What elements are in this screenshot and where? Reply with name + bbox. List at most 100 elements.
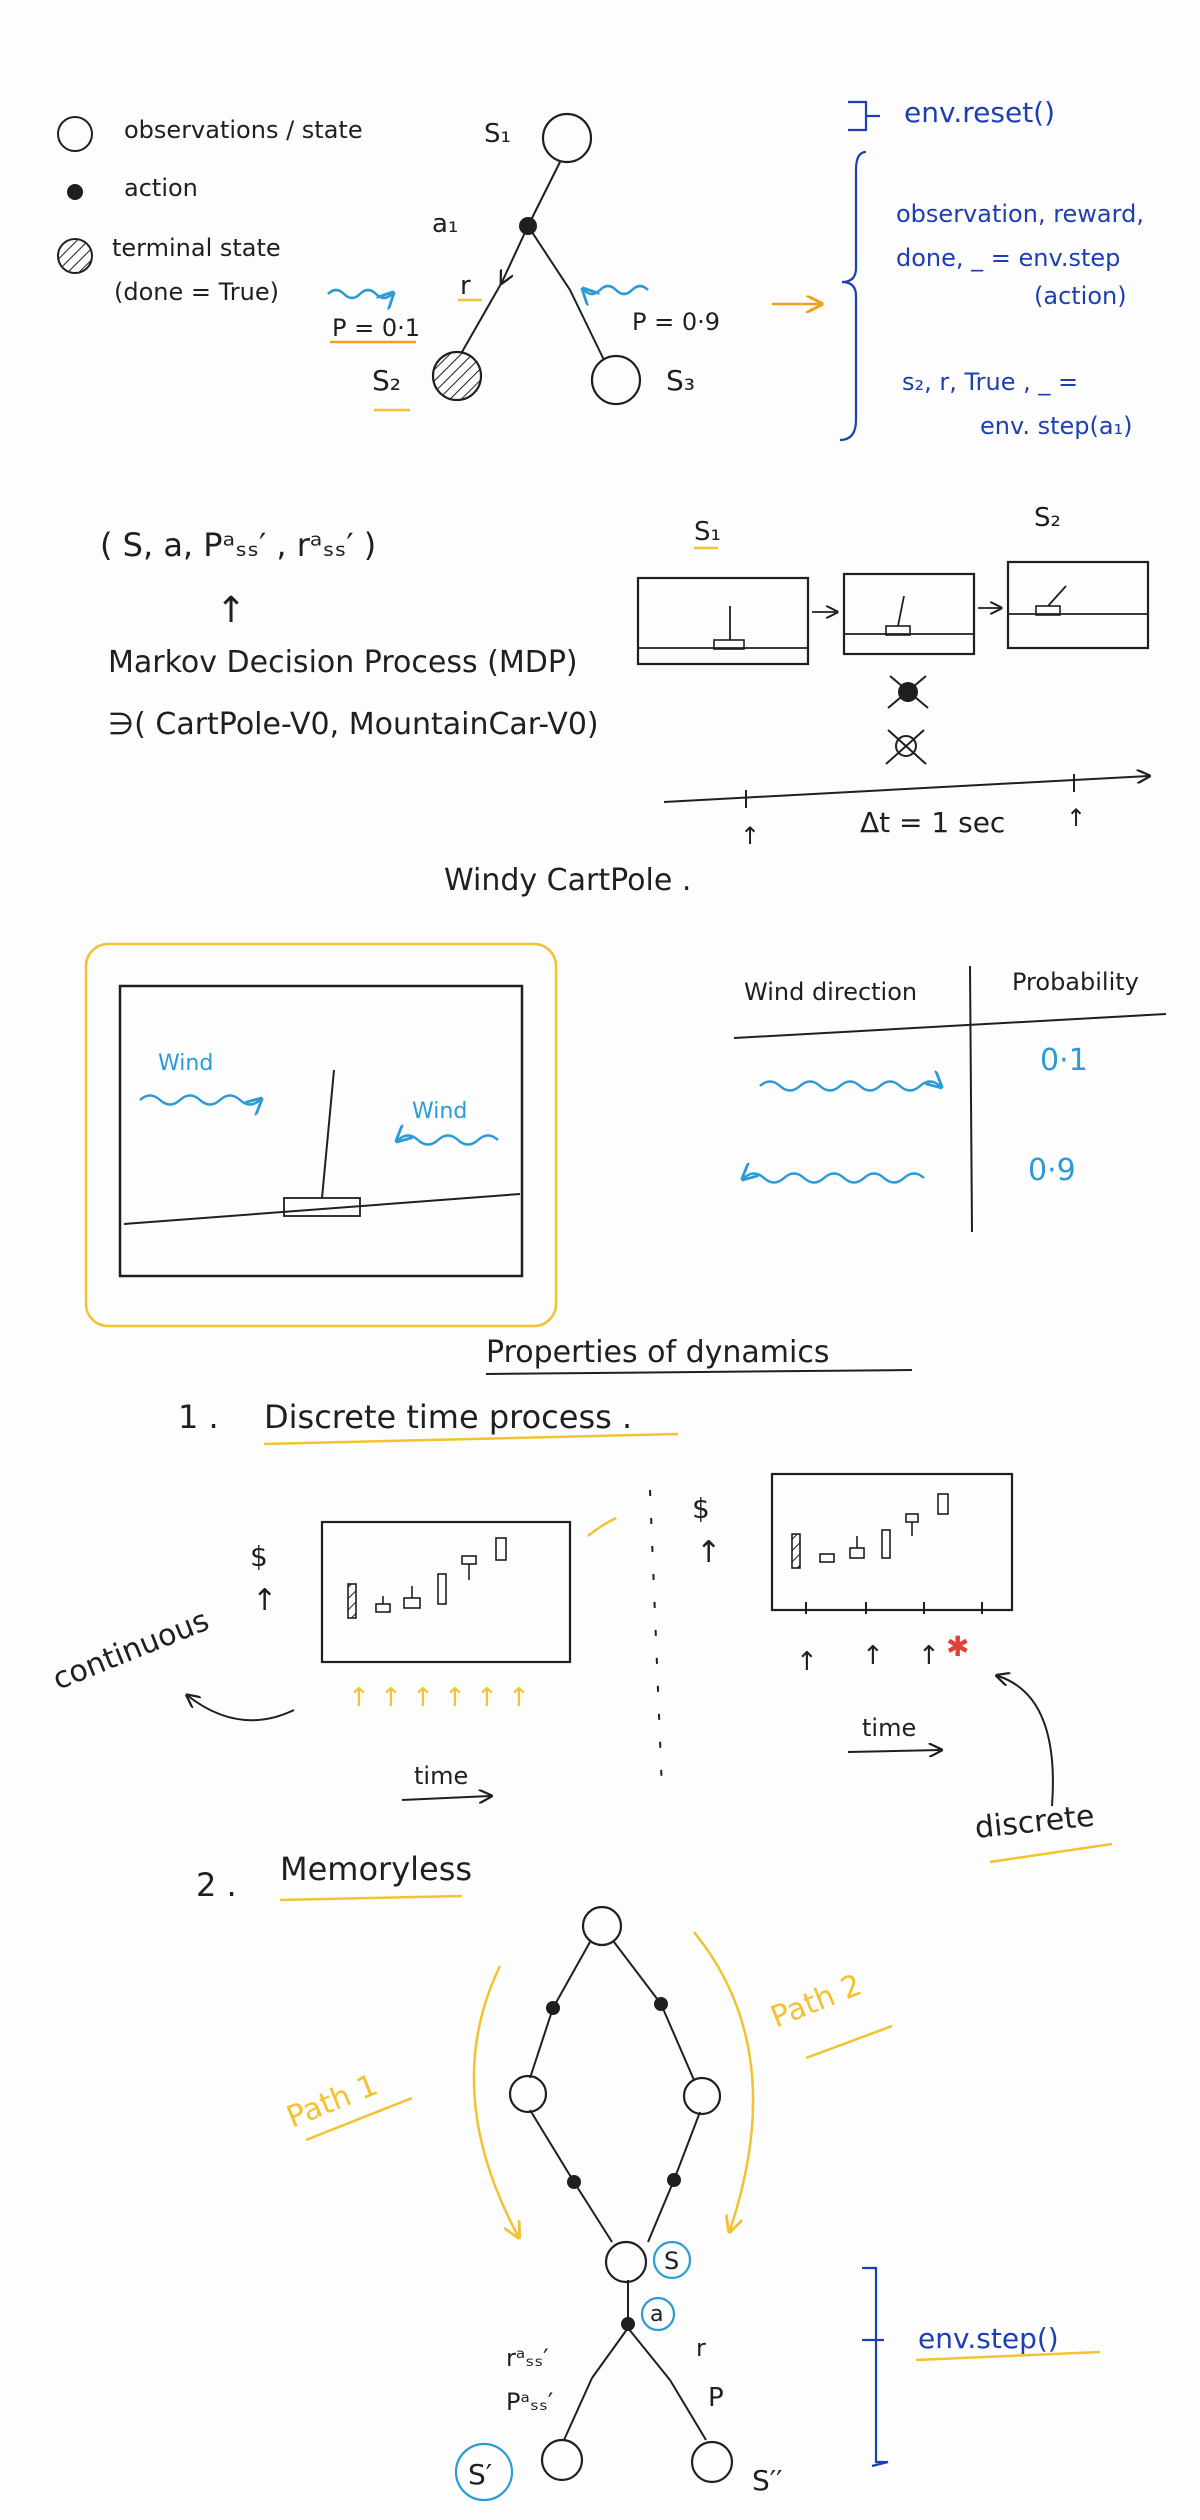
frame-s1-label: S₁ — [694, 517, 721, 547]
pole-3 — [1047, 585, 1067, 607]
reset-bracket — [848, 100, 880, 132]
windy-title: Windy CartPole . — [444, 863, 691, 898]
svg-text:↑: ↑ — [1066, 804, 1086, 832]
table-header-probability: Probability — [1012, 968, 1139, 996]
svg-text:↑: ↑ — [476, 1683, 498, 1713]
action-node-icon — [67, 184, 83, 200]
env-example-line1: s₂, r, True , _ = — [902, 368, 1078, 396]
continuous-time-ticks: ↑↑↑ ↑↑↑ — [348, 1683, 530, 1713]
env-step-brace — [862, 2266, 889, 2468]
legend-terminal-label: terminal state — [112, 234, 281, 262]
env-step-line2: done, _ = env.step — [896, 244, 1120, 272]
svg-text:↑: ↑ — [862, 1641, 884, 1671]
pole-2 — [897, 595, 905, 627]
root-state-node — [581, 1905, 623, 1947]
a-highlight-circle — [640, 2296, 676, 2332]
state-node-icon — [57, 116, 93, 152]
env-step-line1: observation, reward, — [896, 200, 1144, 228]
legend-action-label: action — [124, 174, 198, 202]
action-node-right — [654, 1997, 668, 2011]
wind-left-label: Wind — [158, 1051, 213, 1076]
reward-label: r — [460, 271, 471, 301]
prob-wind-left: 0·9 — [1028, 1153, 1076, 1188]
prob-wind-right: 0·1 — [1040, 1043, 1088, 1078]
svg-text:↑: ↑ — [252, 1583, 277, 1618]
svg-text:↑: ↑ — [412, 1683, 434, 1713]
legend-observation-label: observations / state — [124, 116, 363, 144]
path2-label: Path 2 — [766, 1968, 867, 2036]
mdp-section: ( S, a, Pᵃₛₛ′ , rᵃₛₛ′ ) ↑ Markov Decisio… — [100, 526, 599, 742]
p-right-label: P = 0·9 — [632, 308, 720, 336]
s-label: S — [664, 2247, 679, 2275]
state-s-node — [604, 2240, 648, 2284]
s3-label: S₃ — [666, 364, 695, 397]
s3-state-node — [590, 354, 642, 406]
table-wind-right-arrow — [759, 1082, 940, 1092]
action-node-left — [546, 2001, 560, 2015]
path1-label: Path 1 — [282, 2068, 383, 2136]
svg-text:↑: ↑ — [918, 1641, 940, 1671]
cartpole-frame-3 — [1006, 560, 1150, 650]
edge-to-s2 — [461, 225, 529, 353]
mdp-examples: ∋( CartPole-V0, MountainCar-V0) — [108, 707, 599, 742]
s1-label: S₁ — [484, 119, 511, 149]
cart-1 — [713, 639, 745, 650]
wind-probability-table: Wind direction Probability 0·1 0·9 — [733, 965, 1167, 1233]
legend-terminal-note: (done = True) — [114, 278, 279, 306]
env-example-line2: env. step(a₁) — [980, 412, 1133, 440]
s1-to-action-edge — [529, 161, 561, 223]
discrete-chart-frame — [770, 1472, 1014, 1612]
svg-text:↑: ↑ — [508, 1683, 530, 1713]
dollar-left: $ — [250, 1540, 268, 1573]
time-left-label: time — [414, 1762, 468, 1790]
env-reset-text: env.reset() — [904, 96, 1055, 129]
path1-arc — [472, 1965, 518, 2236]
s-prime-highlight-circle — [454, 2442, 514, 2502]
svg-text:↑: ↑ — [696, 1535, 721, 1570]
prob-sub-label: Pᵃₛₛ′ — [506, 2388, 553, 2416]
continuous-candles — [347, 1537, 507, 1619]
frame-s2-label: S₂ — [1034, 503, 1061, 533]
svg-text:↑: ↑ — [740, 822, 760, 850]
action-node-right-2 — [667, 2173, 681, 2187]
mdp-tuple: ( S, a, Pᵃₛₛ′ , rᵃₛₛ′ ) — [100, 526, 376, 564]
delta-t-label: Δt = 1 sec — [860, 806, 1005, 839]
windy-cartpole-section: Windy CartPole . Wind Wind — [84, 863, 691, 1328]
s2-terminal-node — [431, 350, 483, 402]
step-brace — [839, 150, 867, 442]
edge-to-s3 — [527, 225, 605, 361]
wind-right-arrow — [139, 1094, 260, 1105]
terminal-state-icon — [57, 238, 93, 274]
svg-text:↑: ↑ — [348, 1683, 370, 1713]
action-node-left-2 — [567, 2175, 581, 2189]
a-label: a — [650, 2302, 663, 2327]
dynamics-heading: Properties of dynamics — [486, 1335, 829, 1370]
mdp-name: Markov Decision Process (MDP) — [108, 645, 578, 680]
s1-state-node — [541, 112, 593, 164]
windy-highlight-frame — [84, 942, 558, 1328]
prob-right-label: P — [708, 2383, 724, 2413]
s-double-prime-label: S′′ — [752, 2464, 783, 2497]
state-node-left — [508, 2074, 548, 2114]
item1-number: 1 . — [178, 1398, 219, 1436]
time-right-label: time — [862, 1714, 916, 1742]
p-left-label: P = 0·1 — [332, 314, 420, 342]
path2-arc — [693, 1931, 755, 2230]
wind-right-label: Wind — [412, 1099, 467, 1124]
state-s-prime-node — [540, 2438, 584, 2482]
svg-text:↑: ↑ — [380, 1683, 402, 1713]
state-node-right — [682, 2076, 722, 2116]
env-step-label: env.step() — [918, 2322, 1059, 2355]
dollar-right: $ — [692, 1492, 710, 1525]
reward-sub-label: rᵃₛₛ′ — [506, 2344, 549, 2372]
windy-env-frame — [118, 984, 524, 1278]
cartpole-frames: S₁ S₂ ↑ ↑ Δt = 1 sec — [636, 503, 1150, 850]
s-prime-label: S′ — [468, 2458, 492, 2491]
env-step-line3: (action) — [1034, 282, 1127, 310]
continuous-label: continuous — [48, 1603, 214, 1697]
windy-pole — [321, 1069, 335, 1199]
reward-right-label: r — [696, 2334, 706, 2362]
a1-label: a₁ — [432, 209, 458, 239]
wind-left-squiggle — [584, 284, 649, 294]
